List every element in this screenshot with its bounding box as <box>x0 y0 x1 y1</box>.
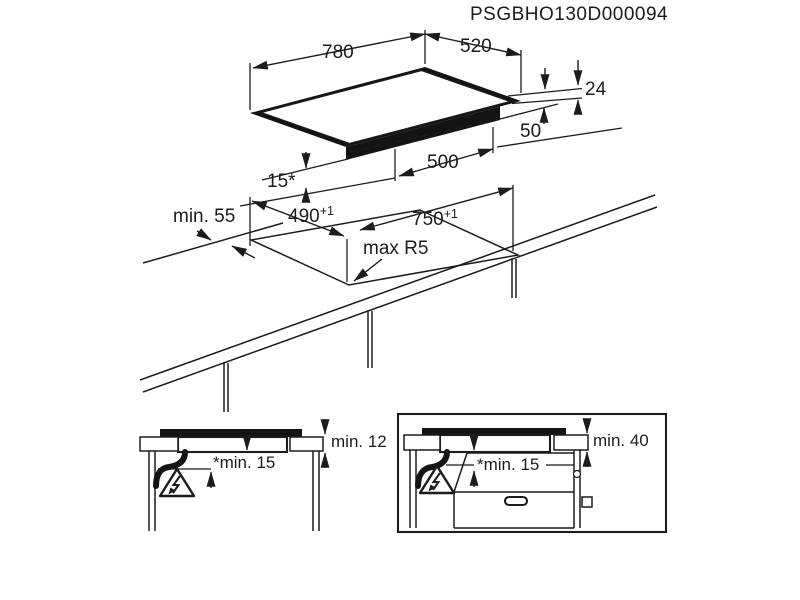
wall-fixing <box>572 469 582 479</box>
dim-15-label: 15* <box>267 171 296 192</box>
counter-front-edge-top <box>139 194 656 381</box>
dim-490-label: 490 <box>288 206 320 227</box>
dim-50: 50 <box>520 107 549 142</box>
dim-500: 500 <box>394 127 494 181</box>
dim-520-label: 520 <box>460 36 492 57</box>
dim-490: 490+1 <box>249 197 348 282</box>
dim-min40: min. 40 <box>582 418 649 467</box>
counter-front-edge-bottom <box>142 206 658 393</box>
counter-back-edge <box>142 222 284 264</box>
dim-min55: min. 55 <box>173 206 256 259</box>
oven-handle <box>503 495 529 507</box>
glass-edge-top <box>507 87 583 97</box>
main-isometric-view: 780 520 24 50 500 <box>139 30 658 412</box>
dim-750: 750+1 <box>359 185 514 251</box>
dim-min15-left: *min. 15 <box>158 435 275 488</box>
mains-cable <box>415 449 450 489</box>
counter-surface-line-left <box>239 177 396 207</box>
dim-520: 520 <box>424 32 522 93</box>
underside-extension-line <box>261 158 349 181</box>
counter-left-cross-section <box>403 434 441 451</box>
counter-legs <box>223 258 517 412</box>
dim-min12: min. 12 <box>320 419 387 468</box>
dim-490-tolerance: +1 <box>320 204 334 218</box>
glass-edge-bottom <box>511 97 583 105</box>
dim-max-r5: max R5 <box>353 238 428 282</box>
dim-500-label: 500 <box>427 152 459 173</box>
dim-15: 15* <box>267 152 311 203</box>
dim-min40-label: min. 40 <box>593 431 649 450</box>
hidden-edge-dashed <box>349 120 493 153</box>
dim-24: 24 <box>540 60 607 115</box>
dim-min15-left-label: *min. 15 <box>213 453 275 472</box>
counter-surface-line-right <box>496 127 623 148</box>
dim-min15-right: *min. 15 <box>446 435 574 487</box>
dim-24-label: 24 <box>585 79 607 100</box>
cabinet-walls <box>148 451 320 531</box>
detail-view-cabinet: *min. 15 min. 12 <box>139 419 387 531</box>
body-bottom-extension <box>495 103 559 121</box>
detail-view-oven: *min. 15 min. 40 <box>396 412 668 534</box>
dim-750-tolerance: +1 <box>444 207 458 221</box>
dim-max-r5-label: max R5 <box>363 238 428 259</box>
warning-lightning-icon <box>158 467 196 498</box>
dim-min55-label: min. 55 <box>173 206 235 227</box>
dim-750-label: 750 <box>412 209 444 230</box>
counter-right-cross-section <box>289 436 324 452</box>
hob-box-cross-section <box>438 433 552 454</box>
dim-min15-right-label: *min. 15 <box>477 455 539 474</box>
svg-text:490+1: 490+1 <box>288 204 334 227</box>
hob <box>250 67 583 181</box>
glass-cross-section <box>422 428 566 435</box>
glass-cross-section <box>160 429 302 437</box>
svg-text:750+1: 750+1 <box>412 207 458 230</box>
counter-left-cross-section <box>139 436 179 452</box>
hob-box-cross-section <box>176 435 289 454</box>
dim-50-label: 50 <box>520 121 541 142</box>
hob-body <box>346 106 500 160</box>
hob-glass-surface <box>258 69 513 145</box>
cabinet-walls <box>409 450 581 528</box>
built-in-oven <box>453 452 593 529</box>
counter-right-cross-section <box>553 434 589 451</box>
mains-cable <box>153 449 188 489</box>
side-knob <box>581 496 593 508</box>
drawing-code: PSGBHO130D000094 <box>470 4 668 25</box>
dim-780-label: 780 <box>322 42 354 63</box>
dim-min12-label: min. 12 <box>331 432 387 451</box>
